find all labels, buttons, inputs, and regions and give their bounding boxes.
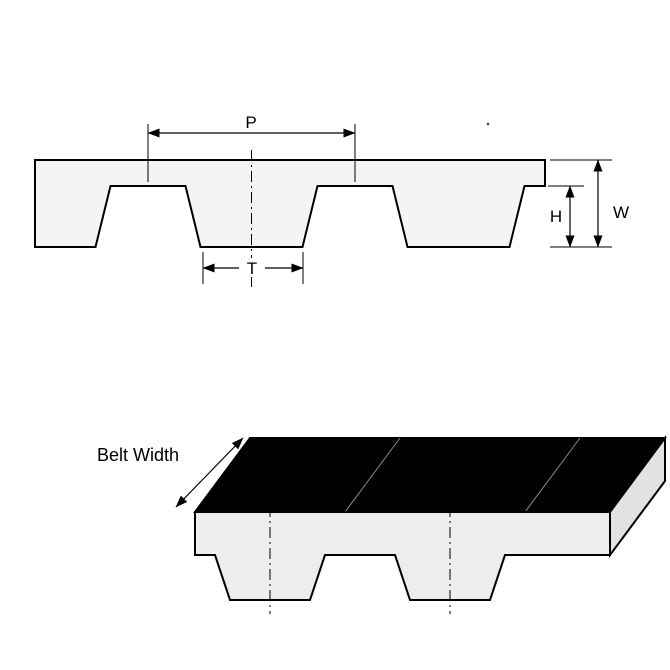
top-face-tooth-line-2 (524, 437, 581, 513)
tooth-width-label: T (247, 259, 257, 278)
belt-width-dimension: Belt Width (97, 437, 244, 508)
tooth-height-dimension: H (550, 185, 575, 248)
pitch-dimension: P (147, 113, 356, 182)
tooth-width-label-mask (239, 258, 265, 277)
belt-cross-section-profile (34, 159, 546, 248)
tooth-width-dimension: T (202, 252, 304, 284)
stray-dot (486, 122, 490, 126)
tooth-height-label: H (550, 207, 562, 226)
belt-top-face (193, 437, 667, 513)
belt-thickness-label: W (613, 203, 629, 222)
belt-thickness-dimension: W (593, 159, 629, 248)
belt-width-dimension-arrow (175, 437, 244, 508)
pitch-label: P (245, 113, 256, 132)
belt-front-face (194, 511, 611, 601)
belt-width-label: Belt Width (97, 445, 179, 465)
top-face-tooth-line-1 (344, 437, 401, 513)
